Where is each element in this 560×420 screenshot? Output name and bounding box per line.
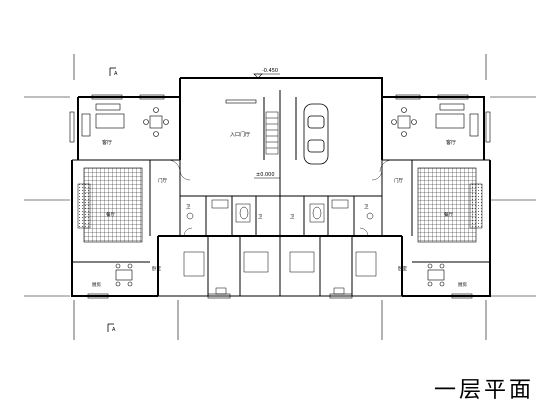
- room-label-bath-4: 卫: [364, 204, 369, 210]
- right-dining-furniture: [427, 263, 445, 287]
- outdoor-level-text: -0.450: [262, 68, 278, 74]
- room-label-right-kitchen: 厨房: [458, 281, 467, 288]
- left-living-furniture: [81, 103, 169, 137]
- left-courtyard-floor: [83, 167, 143, 243]
- outer-walls: [71, 77, 491, 297]
- room-label-right-foyer: 门厅: [394, 177, 403, 184]
- stair: [265, 111, 279, 155]
- inner-walls: [72, 90, 490, 296]
- section-label-top: A: [114, 71, 118, 77]
- room-label-left-kitchen: 厨房: [92, 281, 101, 288]
- room-label-right-living: 客厅: [446, 139, 456, 146]
- room-label-left-foyer: 门厅: [158, 177, 167, 184]
- right-planting: [469, 183, 483, 229]
- room-label-left-living: 客厅: [102, 139, 112, 146]
- bedroom-beds: [183, 251, 377, 295]
- axis-grid: [24, 54, 536, 340]
- room-label-hall: 入口门厅: [230, 131, 250, 138]
- section-marker-top: [109, 67, 116, 76]
- section-label-bottom: A: [112, 327, 116, 333]
- room-label-bath-3: 卫: [290, 214, 295, 220]
- right-living-furniture: [391, 103, 479, 137]
- room-label-bath-2: 卫: [258, 214, 263, 220]
- door-swings: [167, 159, 393, 237]
- right-courtyard-floor: [417, 167, 477, 243]
- left-planting: [77, 183, 91, 229]
- room-label-left-dining: 餐厅: [106, 211, 115, 218]
- room-label-right-dining: 餐厅: [444, 211, 453, 218]
- left-dining-furniture: [115, 263, 133, 287]
- room-label-bath-1: 卫: [186, 204, 191, 210]
- bath-fixtures: [186, 199, 374, 223]
- room-label-right-bedroom: 卧室: [398, 265, 407, 272]
- outdoor-level-marker: [253, 73, 280, 79]
- section-marker-bottom: [107, 323, 114, 332]
- plan-title: 一层平面: [434, 378, 535, 403]
- room-label-left-bedroom: 卧室: [152, 265, 161, 272]
- ground-level-text: ±0.000: [256, 172, 275, 178]
- garage-car: [303, 103, 329, 165]
